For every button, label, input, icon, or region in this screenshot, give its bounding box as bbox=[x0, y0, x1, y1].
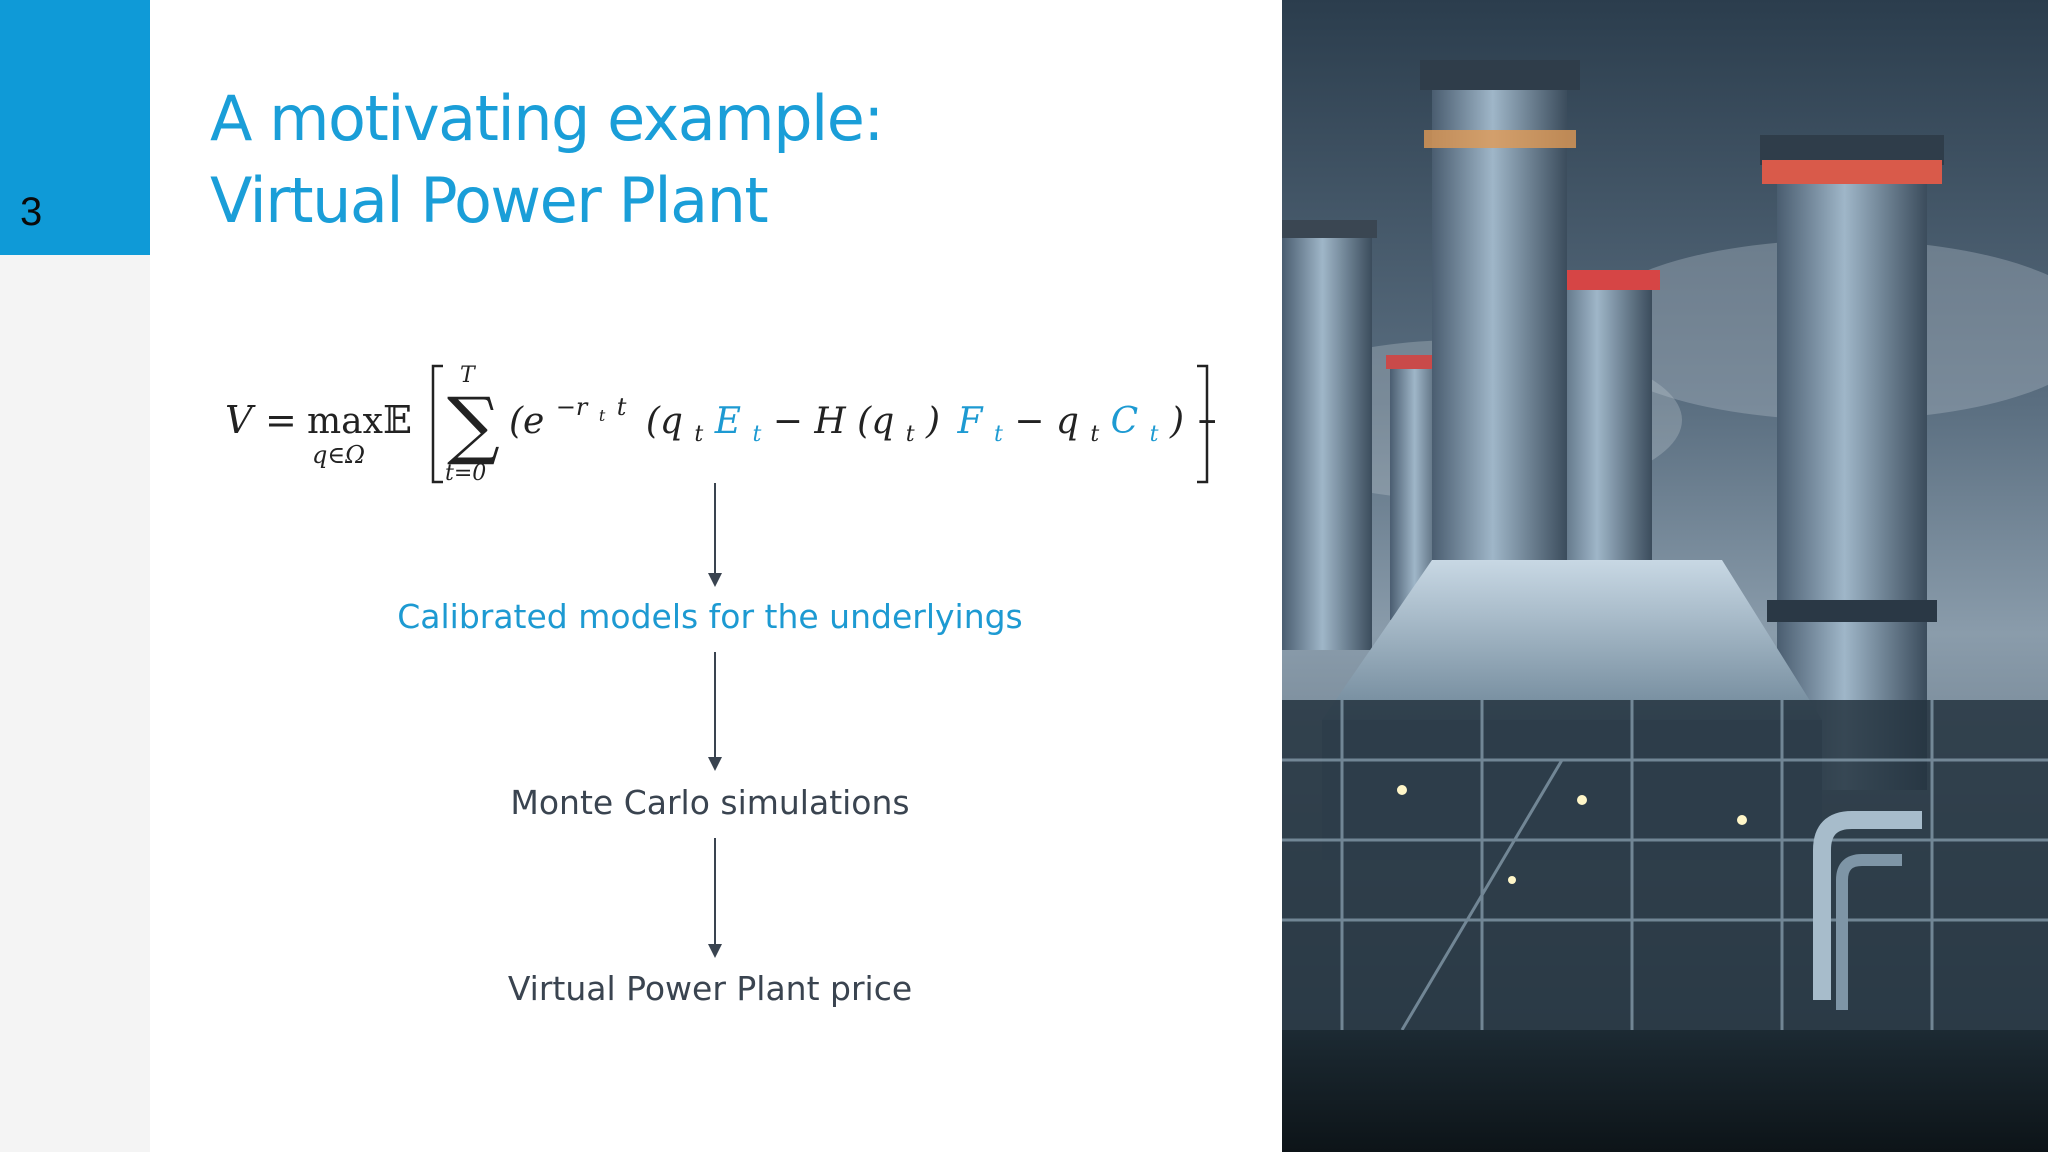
formula-E: E bbox=[714, 401, 741, 442]
arrow-down-icon bbox=[708, 652, 722, 771]
formula-body-part-3-sub: t bbox=[906, 422, 915, 447]
arrow-down-icon bbox=[708, 483, 722, 587]
formula-lhs: V bbox=[225, 398, 256, 442]
formula-exponent-sub: t bbox=[599, 406, 606, 425]
flow-step-vpp-price: Virtual Power Plant price bbox=[507, 969, 913, 1008]
arrow-down-icon bbox=[708, 838, 722, 958]
slide-number-box: 3 bbox=[0, 0, 150, 255]
formula-equals: = bbox=[265, 398, 297, 442]
formula-body-part-2: (q bbox=[646, 401, 683, 442]
value-formula: V = max q∈Ω 𝔼 T ∑ t=0 (e −r t t (q t E t… bbox=[225, 363, 1215, 486]
formula-F: F bbox=[957, 401, 985, 442]
slide-title-line-1: A motivating example: bbox=[210, 82, 884, 155]
sum-lower-limit: t=0 bbox=[445, 461, 486, 486]
formula-body: (e −r t t (q t E t − H (q t ) F t − q t … bbox=[509, 383, 1215, 450]
formula-exponent: −r bbox=[556, 393, 589, 421]
sum-upper-limit: T bbox=[460, 363, 477, 388]
formula-E-sub: t bbox=[752, 422, 761, 447]
formula-max: max bbox=[307, 401, 383, 442]
formula-body-part-5: − q bbox=[1014, 401, 1079, 442]
formula-F-sub: t bbox=[994, 422, 1003, 447]
left-bracket bbox=[431, 364, 443, 484]
slide-title-line-2: Virtual Power Plant bbox=[210, 164, 769, 237]
formula-C-sub: t bbox=[1150, 422, 1159, 447]
sum-symbol: ∑ bbox=[447, 382, 500, 468]
formula-C: C bbox=[1111, 401, 1139, 442]
slide-title: A motivating example: Virtual Power Plan… bbox=[210, 78, 1210, 242]
formula-exponent-t: t bbox=[617, 393, 627, 421]
flow-step-calibrated-models: Calibrated models for the underlyings bbox=[397, 597, 1023, 636]
flow-step-monte-carlo: Monte Carlo simulations bbox=[510, 783, 910, 822]
formula-body-part-1: (e bbox=[509, 401, 544, 442]
power-plant-photo bbox=[1282, 0, 2048, 1152]
formula-body-part-3: − H (q bbox=[773, 401, 895, 442]
formula-body-part-2-sub: t bbox=[694, 422, 703, 447]
formula-expectation: 𝔼 bbox=[383, 398, 412, 442]
formula-body-part-4: ) bbox=[925, 401, 940, 442]
slide-number: 3 bbox=[20, 190, 43, 234]
formula-body-part-5-sub: t bbox=[1090, 422, 1099, 447]
formula-max-subscript: q∈Ω bbox=[312, 441, 365, 469]
right-bracket bbox=[1197, 364, 1209, 484]
